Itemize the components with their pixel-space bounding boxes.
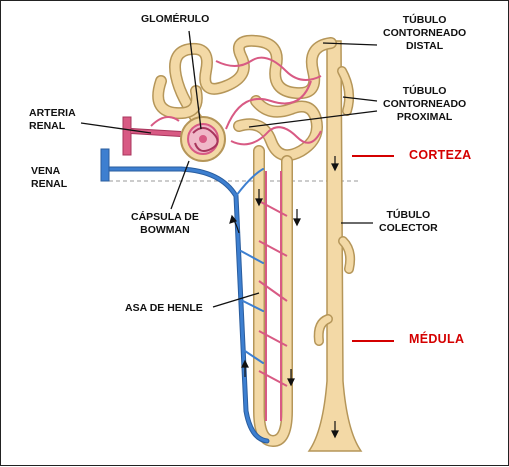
zone-corteza: CORTEZA [409,148,472,162]
label-arteria-renal: ARTERIA RENAL [29,107,76,132]
convoluted-tubules [152,34,337,162]
label-tubulo-distal: TÚBULO CONTORNEADO DISTAL [383,14,467,52]
corteza-marker [352,155,394,157]
arrow-icon [229,156,339,439]
vein-stub [100,148,110,182]
label-capsula-bowman: CÁPSULA DE BOWMAN [131,211,199,236]
renal-vein [106,166,270,444]
glomerulus [180,116,226,162]
collecting-duct [307,40,363,452]
label-vena-renal: VENA RENAL [31,165,68,190]
loop-of-henle [253,145,293,448]
zone-medula: MÉDULA [409,332,465,346]
leader-lines [80,30,378,308]
label-tubulo-proximal: TÚBULO CONTORNEADO PROXIMAL [383,85,467,123]
label-tubulo-colector: TÚBULO COLECTOR [379,209,438,234]
peritubular-capillaries [150,56,322,421]
renal-artery [122,116,182,156]
medula-marker [352,340,394,342]
label-asa-henle: ASA DE HENLE [125,302,203,314]
label-glomerulo: GLOMÉRULO [141,13,210,25]
